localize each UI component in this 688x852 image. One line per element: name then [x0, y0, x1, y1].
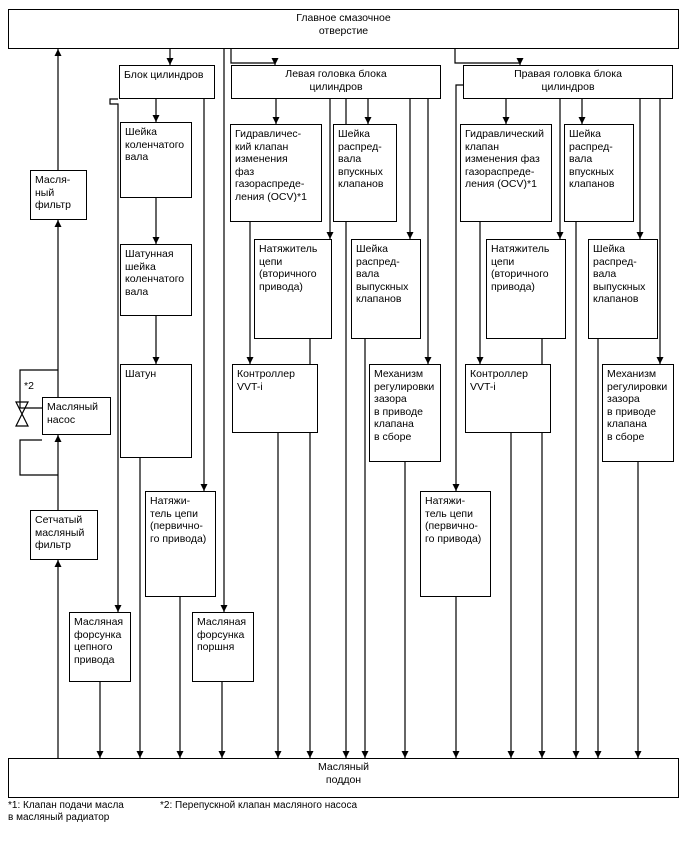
right-secondary-chain-tensioner-box: Натяжитель цепи (вторичного привода) — [486, 239, 566, 339]
primary-chain-tensioner-box-1: Натяжи- тель цепи (первично- го привода) — [145, 491, 216, 597]
connector-37 — [452, 84, 463, 491]
oil-filter-box: Масля- ный фильтр — [30, 170, 87, 220]
right-ocv-box: Гидравлический клапан изменения фаз газо… — [460, 124, 552, 222]
connector-9 — [454, 49, 524, 65]
oil-strainer-box: Сетчатый масляный фильтр — [30, 510, 98, 560]
right-vvt-controller-box: Контроллер VVT-i — [465, 364, 551, 433]
crankpin-journal-box: Шатунная шейка коленчатого вала — [120, 244, 192, 316]
left-exhaust-camshaft-journal-box: Шейка распред- вала выпускных клапанов — [351, 239, 421, 339]
right-cylinder-head-box: Правая головка блока цилиндров — [463, 65, 673, 99]
footnote-2: *2: Перепускной клапан масляного насоса — [160, 800, 358, 811]
piston-oil-jet-box: Масляная форсунка поршня — [192, 612, 254, 682]
oil-pan-box: Масляный поддон — [8, 758, 679, 798]
left-secondary-chain-tensioner-box: Натяжитель цепи (вторичного привода) — [254, 239, 332, 339]
connector-6 — [19, 439, 58, 476]
crankshaft-journal-box: Шейка коленчатого вала — [120, 122, 192, 198]
connector-5 — [19, 369, 58, 409]
left-vvt-controller-box: Контроллер VVT-i — [232, 364, 318, 433]
right-lash-adjuster-box: Механизм регулировки зазора в приводе кл… — [602, 364, 674, 462]
left-intake-camshaft-journal-box: Шейка распред- вала впускных клапанов — [333, 124, 397, 222]
left-cylinder-head-box: Левая головка блока цилиндров — [231, 65, 441, 99]
chain-oil-jet-box: Масляная форсунка цепного привода — [69, 612, 131, 682]
bypass-valve-icon — [15, 401, 29, 427]
right-primary-chain-tensioner-box: Натяжи- тель цепи (первично- го привода) — [420, 491, 491, 597]
left-lash-adjuster-box: Механизм регулировки зазора в приводе кл… — [369, 364, 441, 462]
footnote-1: *1: Клапан подачи масла в масляный радиа… — [8, 800, 124, 823]
oil-pump-box: Масляный насос — [42, 397, 111, 435]
left-ocv-box: Гидравличес- кий клапан изменения фаз га… — [230, 124, 322, 222]
right-intake-camshaft-journal-box: Шейка распред- вала впускных клапанов — [564, 124, 634, 222]
bypass-valve-marker: *2 — [24, 380, 34, 392]
main-oil-hole-box: Главное смазочное отверстие — [8, 9, 679, 49]
right-exhaust-camshaft-journal-box: Шейка распред- вала выпускных клапанов — [588, 239, 658, 339]
cylinder-block-box: Блок цилиндров — [119, 65, 215, 99]
connecting-rod-box: Шатун — [120, 364, 192, 458]
connector-16 — [109, 98, 122, 612]
connector-8 — [230, 49, 279, 65]
